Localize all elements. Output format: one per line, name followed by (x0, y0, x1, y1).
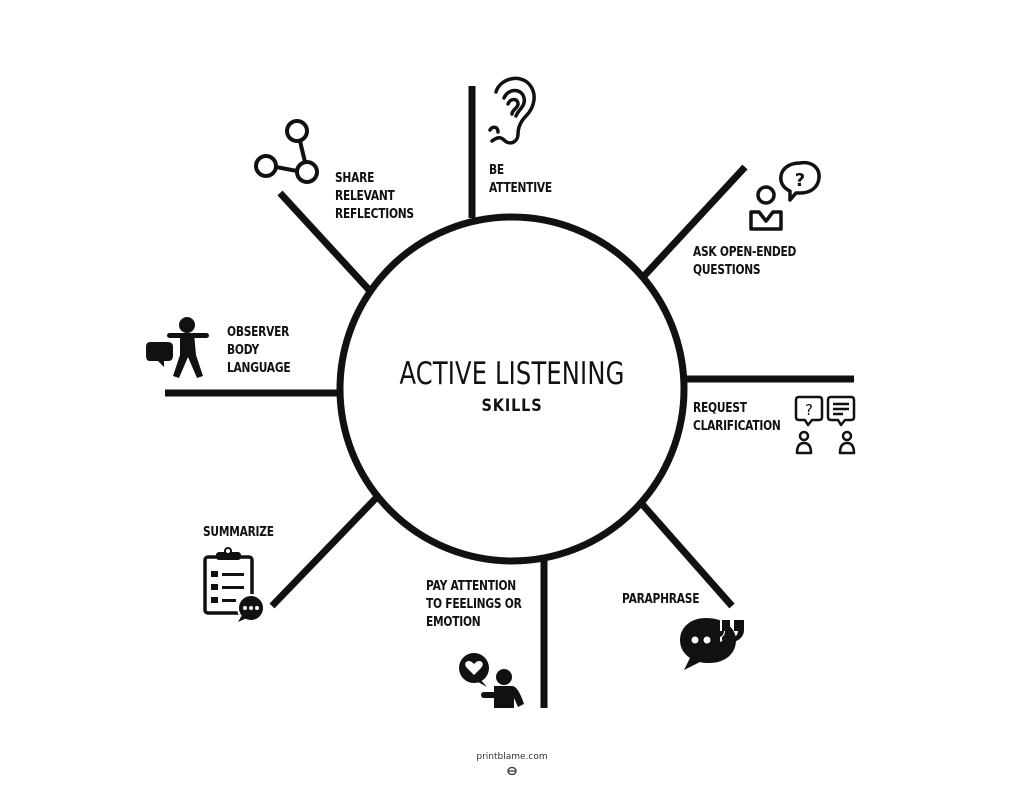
label-pay-attention-to-feelings: PAY ATTENTION TO FEELINGS OR EMOTION (426, 579, 522, 630)
person-question-bubble-icon (749, 160, 821, 231)
spoke-paraphrase (639, 501, 735, 609)
spoke-summarize (269, 493, 381, 609)
label-request-clarification: REQUEST CLARIFICATION (693, 401, 781, 434)
label-be-attentive: BE ATTENTIVE (489, 163, 552, 196)
label-paraphrase: PARAPHRASE (622, 592, 700, 607)
diagram-subtitle: SKILLS (481, 396, 543, 416)
person-heart-bubble-icon (459, 653, 524, 708)
diagram-title: ACTIVE LISTENING (399, 356, 625, 392)
label-ask-open-ended-questions: ASK OPEN-ENDED QUESTIONS (693, 245, 797, 278)
printblame-logo-icon (507, 766, 517, 776)
spoke-reflections (277, 190, 374, 295)
center-circle (336, 213, 688, 565)
question-mark-glyph: ? (795, 170, 805, 191)
quote-speech-bubble-icon (680, 618, 744, 670)
footer-site: printblame.com (476, 752, 548, 762)
clipboard-checklist-icon (203, 547, 265, 622)
label-summarize: SUMMARIZE (203, 525, 274, 540)
share-nodes-icon (254, 119, 319, 184)
spoke-ask-questions (641, 164, 748, 279)
two-people-speech-bubbles-icon (794, 395, 856, 455)
ear-icon (488, 76, 536, 145)
clarify-question-glyph: ? (805, 401, 813, 419)
spokes (165, 86, 854, 708)
label-observer-body-language: OBSERVER BODY LANGUAGE (227, 325, 291, 376)
body-language-figure-icon (146, 317, 209, 378)
label-share-relevant-reflections: SHARE RELEVANT REFLECTIONS (335, 171, 414, 222)
